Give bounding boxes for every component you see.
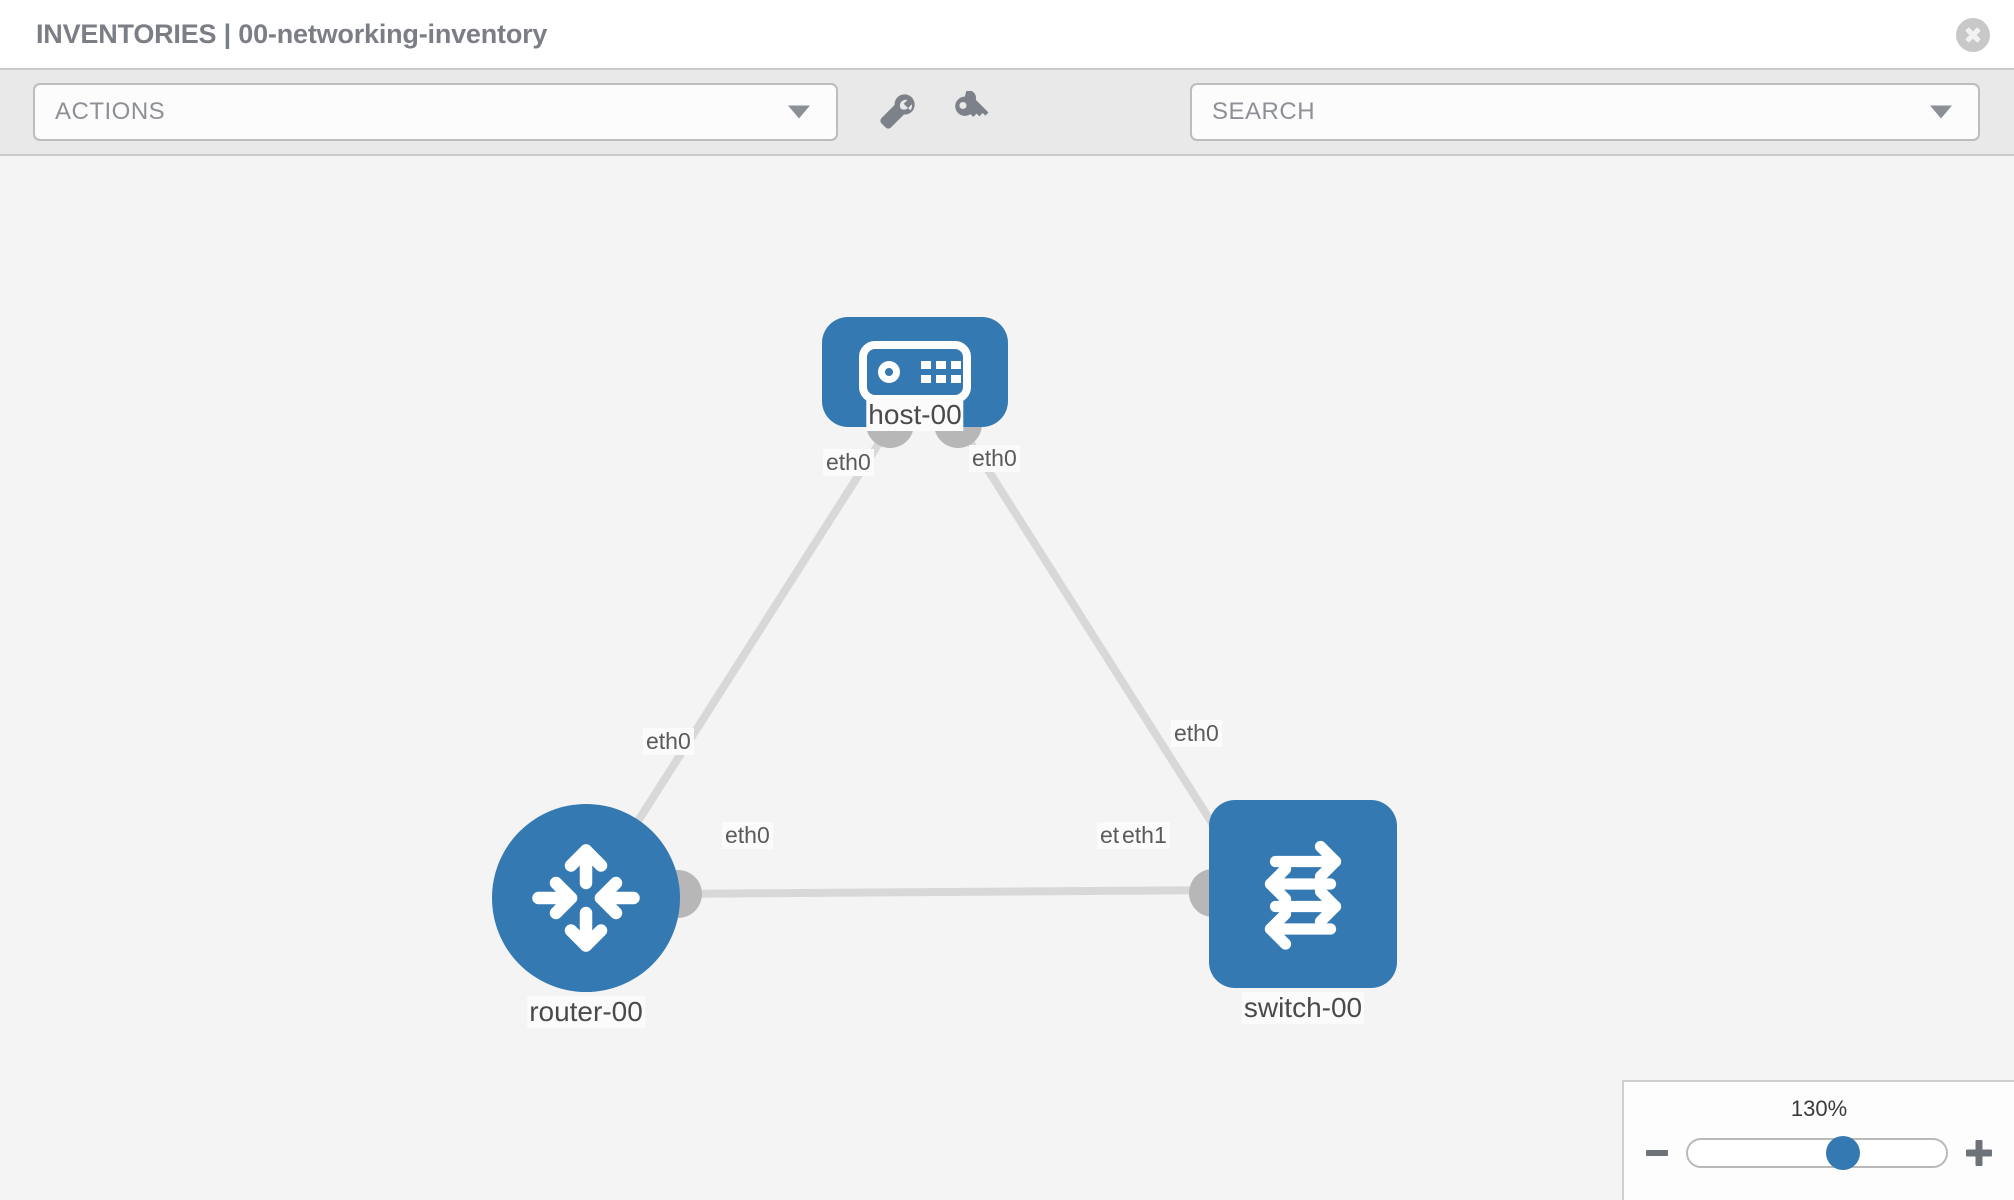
graph-links (599, 415, 1247, 898)
zoom-slider-thumb[interactable] (1825, 1136, 1860, 1170)
router-icon (532, 844, 640, 952)
zoom-slider-row (1624, 1136, 2014, 1170)
edge-label-host-right: eth0 (969, 445, 1020, 472)
edge-label-router-up: eth0 (643, 728, 694, 755)
node-shape (492, 804, 680, 992)
node-label: host-00 (866, 399, 964, 431)
toolbar-icons (876, 91, 992, 133)
close-icon[interactable] (1956, 18, 1990, 52)
toolbar: ACTIONS SEARCH (0, 68, 2014, 156)
switch-icon (1264, 840, 1342, 950)
node-label: switch-00 (1241, 992, 1365, 1024)
wrench-icon[interactable] (876, 91, 918, 133)
topology-graph (599, 400, 1264, 918)
zoom-out-button[interactable] (1646, 1150, 1668, 1156)
link-host-switch (951, 415, 1247, 875)
edge-label-router-side: eth0 (722, 822, 773, 849)
zoom-slider-track[interactable] (1686, 1136, 1948, 1170)
search-input[interactable]: SEARCH (1190, 83, 1980, 141)
server-icon (859, 341, 971, 403)
actions-dropdown[interactable]: ACTIONS (33, 83, 838, 141)
edge-label-switch-up: eth0 (1171, 720, 1222, 747)
edge-label-host-left: eth0 (823, 449, 874, 476)
actions-dropdown-label: ACTIONS (55, 98, 166, 125)
zoom-control-panel: 130% (1622, 1080, 2014, 1200)
node-label: router-00 (527, 996, 645, 1028)
link-host-router (599, 415, 899, 879)
link-router-switch (659, 886, 1233, 898)
topology-node-host-00[interactable]: host-00 (822, 317, 1008, 431)
topology-canvas[interactable]: host-00 router-00 (0, 156, 2014, 1200)
chevron-down-icon[interactable] (1930, 105, 1952, 119)
topology-node-router-00[interactable]: router-00 (492, 804, 680, 1028)
edge-label-switch-eth1: eth1 (1119, 822, 1170, 849)
node-shape (1209, 800, 1397, 988)
zoom-in-button[interactable] (1966, 1140, 1992, 1166)
page-header: INVENTORIES | 00-networking-inventory (0, 0, 2014, 68)
page-title: INVENTORIES | 00-networking-inventory (36, 18, 548, 49)
chevron-down-icon (788, 105, 810, 119)
key-icon[interactable] (950, 91, 992, 133)
topology-node-switch-00[interactable]: switch-00 (1209, 800, 1397, 1024)
zoom-level-label: 130% (1790, 1096, 1848, 1121)
search-placeholder: SEARCH (1212, 98, 1316, 125)
